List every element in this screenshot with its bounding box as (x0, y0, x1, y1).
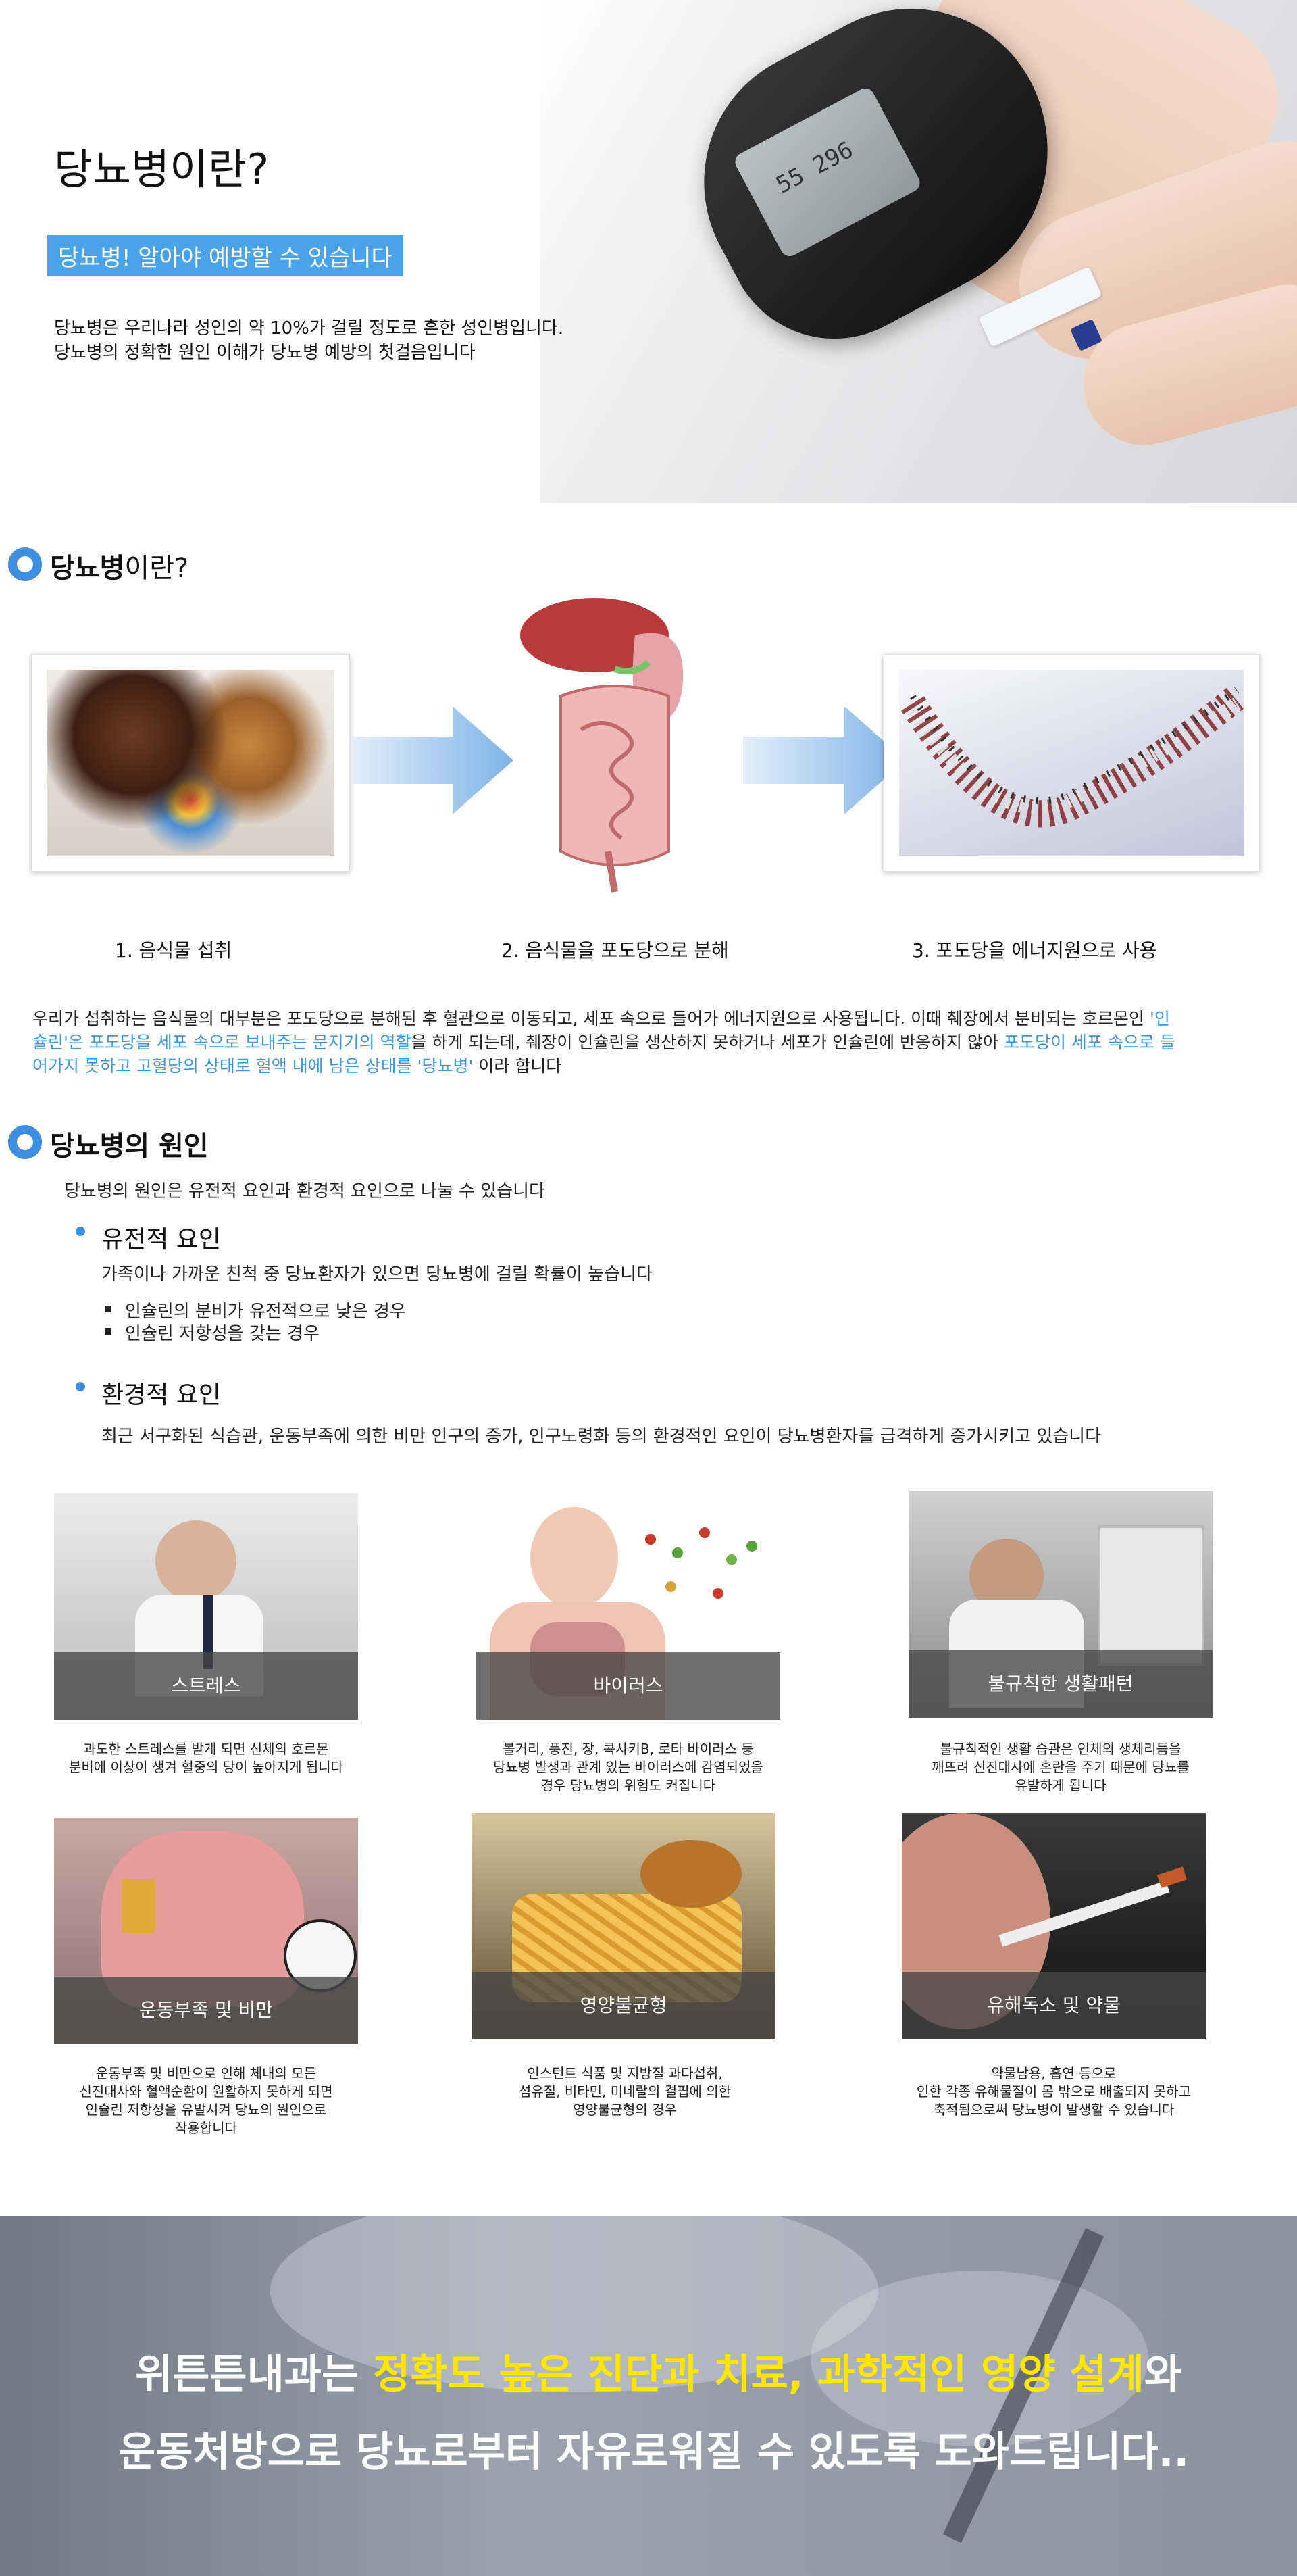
card-obesity-desc: 운동부족 및 비만으로 인해 체내의 모든 신진대사와 혈액순환이 원활하지 못… (51, 2064, 361, 2137)
step-2-label: 2. 음식물을 포도당으로 분해 (501, 939, 729, 962)
card-obesity-desc-4: 작용합니다 (175, 2120, 237, 2136)
arrow-right-icon-2 (743, 706, 905, 814)
card-obesity: 운동부족 및 비만 (54, 1818, 358, 2044)
square-bullet-icon (105, 1306, 111, 1312)
banner-highlight: 정확도 높은 진단과 치료, 과학적인 영양 설계 (373, 2351, 1144, 2398)
card-obesity-desc-3: 인슐린 저항성을 유발시켜 당뇨의 원인으로 (85, 2102, 327, 2118)
hero-description: 당뇨병은 우리나라 성인의 약 10%가 걸릴 정도로 흔한 성인병입니다. 당… (54, 316, 563, 365)
banner-line-1a: 위튼튼내과는 (135, 2351, 374, 2398)
bullet-dot-icon (76, 1227, 85, 1236)
hero-tagline-badge: 당뇨병! 알아야 예방할 수 있습니다 (47, 235, 403, 276)
card-obesity-desc-1: 운동부족 및 비만으로 인해 체내의 모든 (95, 2065, 317, 2081)
meter-reading: 55 296 (771, 136, 858, 199)
glucose-molecule-image (899, 670, 1244, 856)
explanation-highlight-2: 포도당이 세포 속으로 들어가지 못하고 고혈당의 상태로 혈액 내에 남은 상… (32, 1033, 1175, 1076)
card-irregular-life-desc: 불규칙적인 생활 습관은 인체의 생체리듬을 깨뜨려 신진대사에 혼란을 주기 … (905, 1740, 1216, 1795)
arrow-right-icon-1 (351, 706, 513, 814)
card-irregular-life-desc-2: 깨뜨려 신진대사에 혼란을 주기 때문에 당뇨를 (932, 1759, 1190, 1775)
card-irregular-life-desc-1: 불규칙적인 생활 습관은 인체의 생체리듬을 (940, 1741, 1181, 1757)
card-stress-label: 스트레스 (54, 1652, 358, 1720)
card-irregular-life-label: 불규칙한 생활패턴 (909, 1650, 1213, 1718)
hero-desc-line-2: 당뇨병의 정확한 원인 이해가 당뇨병 예방의 첫걸음입니다 (54, 343, 476, 363)
card-virus-desc-3: 경우 당뇨병의 위험도 커집니다 (540, 1777, 716, 1793)
card-obesity-desc-2: 신진대사와 혈액순환이 원활하지 못하게 되면 (79, 2083, 333, 2100)
card-virus-desc-1: 볼거리, 풍진, 장, 콕사키B, 로타 바이러스 등 (503, 1741, 754, 1757)
card-toxins-desc-3: 축적됨으로써 당뇨병이 발생할 수 있습니다 (933, 2102, 1175, 2118)
hero-desc-line-1: 당뇨병은 우리나라 성인의 약 10%가 걸릴 정도로 흔한 성인병입니다. (54, 318, 564, 339)
card-nutrition: 영양불균형 (472, 1813, 775, 2039)
section-cause-title: 당뇨병의 원인 (50, 1131, 209, 1162)
banner-line-1c: 와 (1144, 2351, 1182, 2398)
food-sweets-image (47, 670, 334, 856)
step-1-label: 1. 음식물 섭취 (115, 939, 232, 962)
card-nutrition-desc-2: 섬유질, 비타민, 미네랄의 결핍에 의한 (518, 2083, 732, 2100)
card-toxins-desc-2: 인한 각종 유해물질이 몸 밖으로 배출되지 못하고 (916, 2083, 1192, 2100)
explanation-text-2: 을 하게 되는데, 췌장이 인슐린을 생산하지 못하거나 세포가 인슐린에 반응… (411, 1033, 1004, 1052)
card-toxins: 유해독소 및 약물 (902, 1813, 1206, 2039)
card-nutrition-desc-3: 영양불균형의 경우 (573, 2102, 677, 2118)
explanation-text-3: 이라 합니다 (473, 1056, 562, 1076)
card-virus: 바이러스 (476, 1493, 780, 1720)
card-virus-label: 바이러스 (476, 1652, 780, 1720)
diabetes-explanation: 우리가 섭취하는 음식물의 대부분은 포도당으로 분해된 후 혈관으로 이동되고… (32, 1007, 1181, 1078)
card-toxins-desc-1: 약물남용, 흡연 등으로 (991, 2065, 1117, 2081)
genetic-item-2: 인슐린 저항성을 갖는 경우 (125, 1324, 320, 1344)
bullet-dot-icon (76, 1382, 85, 1391)
food-image-frame (31, 654, 350, 872)
explanation-text-1: 우리가 섭취하는 음식물의 대부분은 포도당으로 분해된 후 혈관으로 이동되고… (32, 1009, 1150, 1029)
banner-line-1: 위튼튼내과는 정확도 높은 진단과 치료, 과학적인 영양 설계와 (135, 2342, 1181, 2400)
card-nutrition-desc-1: 인스턴트 식품 및 지방질 과다섭취, (527, 2065, 723, 2081)
hero-title: 당뇨병이란? (54, 145, 270, 194)
genetic-desc: 가족이나 가까운 친척 중 당뇨환자가 있으면 당뇨병에 걸릴 확률이 높습니다 (101, 1264, 653, 1285)
env-desc: 최근 서구화된 식습관, 운동부족에 의한 비만 인구의 증가, 인구노령화 등… (101, 1427, 1102, 1447)
card-virus-desc-2: 당뇨병 발생과 관계 있는 바이러스에 감염되었을 (493, 1759, 763, 1775)
cause-intro: 당뇨병의 원인은 유전적 요인과 환경적 요인으로 나눌 수 있습니다 (64, 1181, 545, 1202)
card-virus-desc: 볼거리, 풍진, 장, 콕사키B, 로타 바이러스 등 당뇨병 발생과 관계 있… (473, 1740, 784, 1795)
card-stress-desc-1: 과도한 스트레스를 받게 되면 신체의 호르몬 (83, 1741, 329, 1757)
card-nutrition-desc: 인스턴트 식품 및 지방질 과다섭취, 섬유질, 비타민, 미네랄의 결핍에 의… (469, 2064, 780, 2119)
card-obesity-label: 운동부족 및 비만 (54, 1977, 358, 2044)
explanation-highlight-1: '인슐린'은 포도당을 세포 속으로 보내주는 문지기의 역할 (32, 1009, 1170, 1052)
section-what-title-rest: 이란? (124, 553, 189, 584)
genetic-item-1: 인슐린의 분비가 유전적으로 낮은 경우 (125, 1302, 406, 1322)
section-what-title: 당뇨병이란? (50, 546, 188, 585)
card-irregular-life: 불규칙한 생활패턴 (909, 1491, 1213, 1718)
env-title: 환경적 요인 (101, 1381, 222, 1409)
card-irregular-life-desc-3: 유발하게 됩니다 (1015, 1777, 1107, 1793)
card-stress-desc: 과도한 스트레스를 받게 되면 신체의 호르몬 분비에 이상이 생겨 혈중의 당… (51, 1740, 361, 1777)
digestive-system-icon (520, 598, 684, 893)
section-circle-icon (8, 1125, 42, 1159)
card-toxins-label: 유해독소 및 약물 (902, 1972, 1206, 2039)
banner-line-2: 운동처방으로 당뇨로부터 자유로워질 수 있도록 도와드립니다.. (118, 2429, 1190, 2476)
section-circle-icon (8, 547, 42, 581)
square-bullet-icon (105, 1328, 111, 1335)
section-what-title-bold: 당뇨병 (50, 553, 125, 584)
step-3-label: 3. 포도당을 에너지원으로 사용 (912, 939, 1157, 962)
card-nutrition-label: 영양불균형 (472, 1972, 775, 2039)
card-toxins-desc: 약물남용, 흡연 등으로 인한 각종 유해물질이 몸 밖으로 배출되지 못하고 … (898, 2064, 1209, 2119)
bottom-banner (0, 2216, 1297, 2576)
card-stress-desc-2: 분비에 이상이 생겨 혈중의 당이 높아지게 됩니다 (68, 1759, 344, 1775)
genetic-title: 유전적 요인 (101, 1226, 222, 1254)
card-stress: 스트레스 (54, 1493, 358, 1720)
glucose-molecule-frame (884, 654, 1260, 872)
